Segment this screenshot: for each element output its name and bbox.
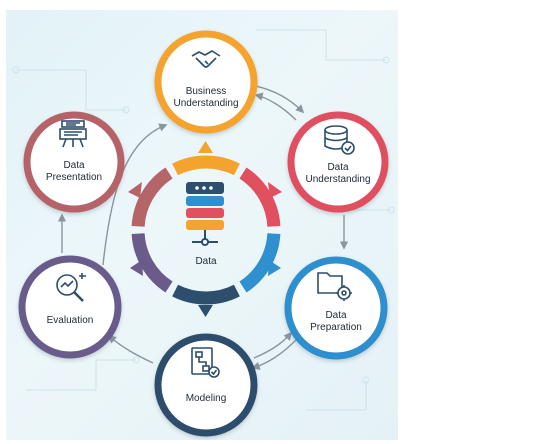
stage-label-data-preparation: Data Preparation [284, 310, 388, 334]
ring-arrow-top [198, 141, 213, 153]
label-line-2: Understanding [305, 174, 371, 185]
connector-preparation-to-modeling [251, 339, 297, 370]
ring-arrow-bottom [198, 305, 213, 317]
stage-modeling [154, 333, 258, 437]
stage-data-presentation [23, 111, 125, 213]
stage-label-business-understanding: Business Understanding [154, 86, 258, 110]
ring-segment [172, 284, 240, 305]
stage-business-understanding [154, 30, 258, 134]
flowchart-doc-icon [191, 347, 220, 378]
ring-arrow-lower-right [268, 260, 281, 276]
connector-data-understanding-to-business [254, 92, 297, 121]
magnifier-chart-icon [56, 273, 86, 302]
ring-segment [131, 233, 173, 293]
label-line-1: Business [185, 86, 227, 97]
ring-arrow-upper-left [128, 182, 142, 198]
label-line-2: Preparation [310, 322, 362, 333]
crisp-dm-diagram [12, 29, 395, 437]
stage-label-data-presentation: Data Presentation [22, 160, 126, 184]
label-line-1: Data [327, 162, 349, 173]
circuit-background [12, 29, 395, 411]
label-line-1: Evaluation [46, 315, 94, 326]
label-line-1: Modeling [185, 393, 227, 404]
stage-label-data-understanding: Data Understanding [286, 162, 390, 186]
stage-data-preparation [284, 256, 388, 360]
connector-business-to-data-understanding [250, 84, 305, 114]
handshake-icon [191, 50, 221, 68]
label-line-1: Data [325, 310, 347, 321]
label-line-2: Presentation [45, 172, 103, 183]
center-label: Data [195, 256, 217, 267]
ring-arrow-lower-left [130, 260, 143, 276]
stage-data-understanding [287, 111, 389, 213]
ring-segment [172, 155, 240, 176]
database-icon [186, 182, 224, 246]
label-line-1: Data [63, 160, 85, 171]
database-check-icon [324, 125, 355, 155]
ring-segment [131, 167, 173, 227]
stage-label-modeling: Modeling [154, 393, 258, 405]
folder-gear-icon [317, 272, 352, 301]
center-ring [131, 155, 281, 305]
ring-arrows [128, 141, 282, 317]
presentation-board-icon [59, 120, 87, 148]
label-line-2: Understanding [173, 98, 239, 109]
stage-evaluation [18, 255, 122, 359]
ring-arrow-upper-right [268, 182, 282, 198]
diagram-panel: Business Understanding Data Understandin… [6, 10, 398, 440]
stage-label-evaluation: Evaluation [18, 315, 122, 327]
connector-modeling-to-evaluation [107, 334, 154, 364]
ring-segment [239, 167, 281, 227]
ring-segment [239, 233, 281, 293]
connector-modeling-to-preparation [253, 331, 293, 359]
